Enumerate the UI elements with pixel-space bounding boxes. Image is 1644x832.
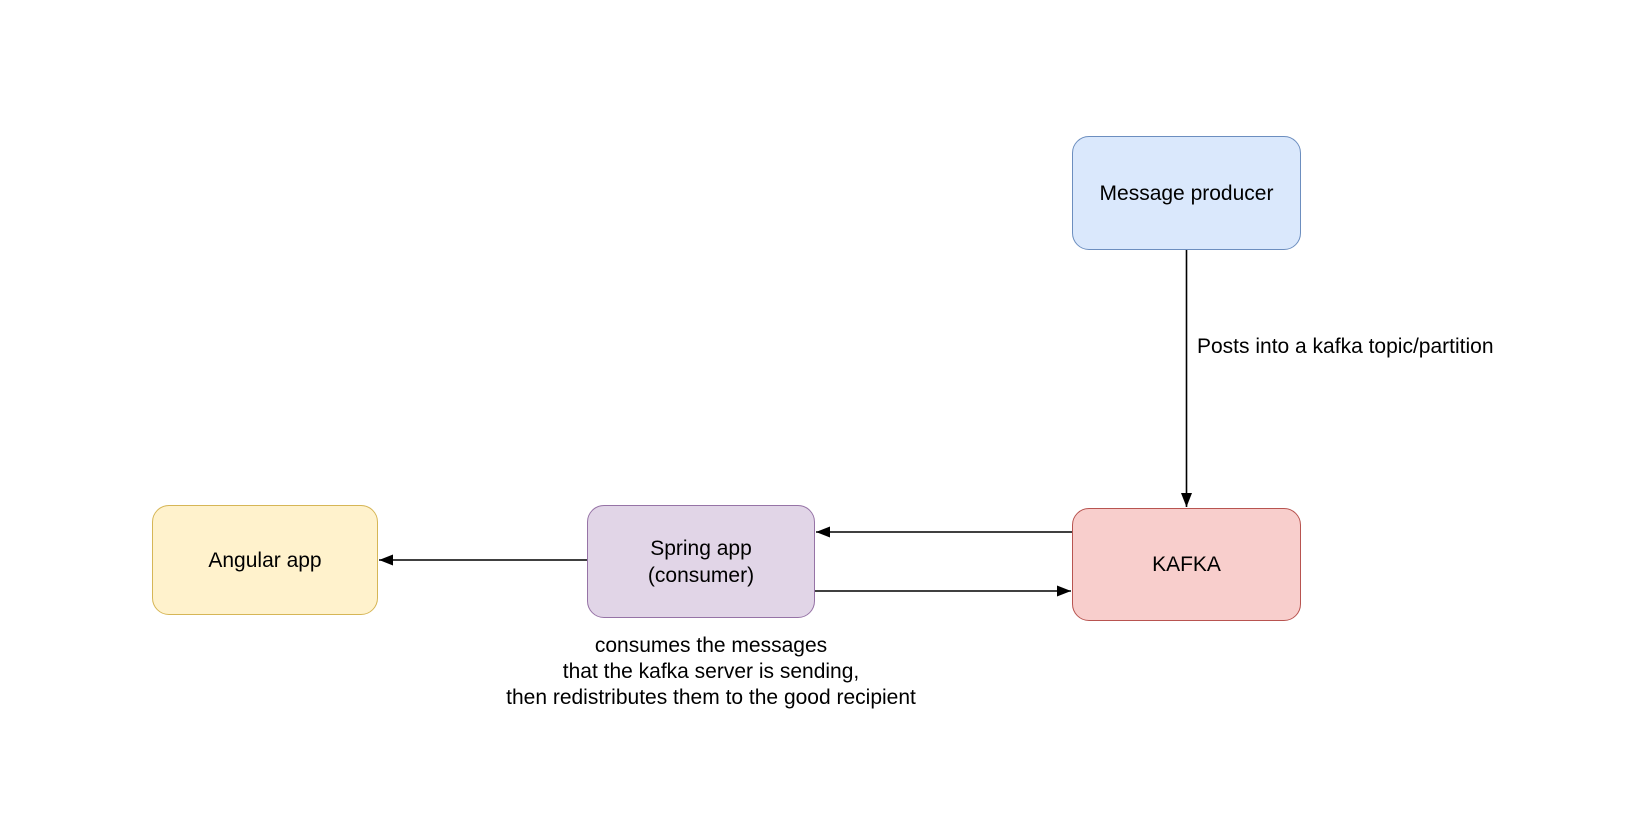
node-message-producer-label: Message producer [1099, 181, 1274, 205]
node-kafka-label: KAFKA [1152, 553, 1221, 576]
edge-label-posts-into-kafka: Posts into a kafka topic/partition [1197, 335, 1494, 358]
node-angular-app: Angular app [152, 505, 378, 615]
node-message-producer: Message producer [1072, 136, 1301, 250]
spring-app-caption-line1: consumes the messages [594, 634, 828, 657]
node-angular-app-label: Angular app [208, 548, 322, 572]
spring-app-caption-line3: then redistributes them to the good reci… [506, 686, 916, 709]
node-spring-app-label: Spring app (consumer) [648, 535, 754, 589]
spring-app-caption-line2: that the kafka server is sending, [562, 660, 860, 683]
node-spring-app-label-line2: (consumer) [647, 563, 755, 587]
node-kafka: KAFKA [1072, 508, 1301, 621]
node-spring-app: Spring app (consumer) [587, 505, 815, 618]
spring-app-caption: consumes the messages that the kafka ser… [411, 633, 1011, 711]
node-spring-app-label-line1: Spring app [650, 536, 752, 560]
